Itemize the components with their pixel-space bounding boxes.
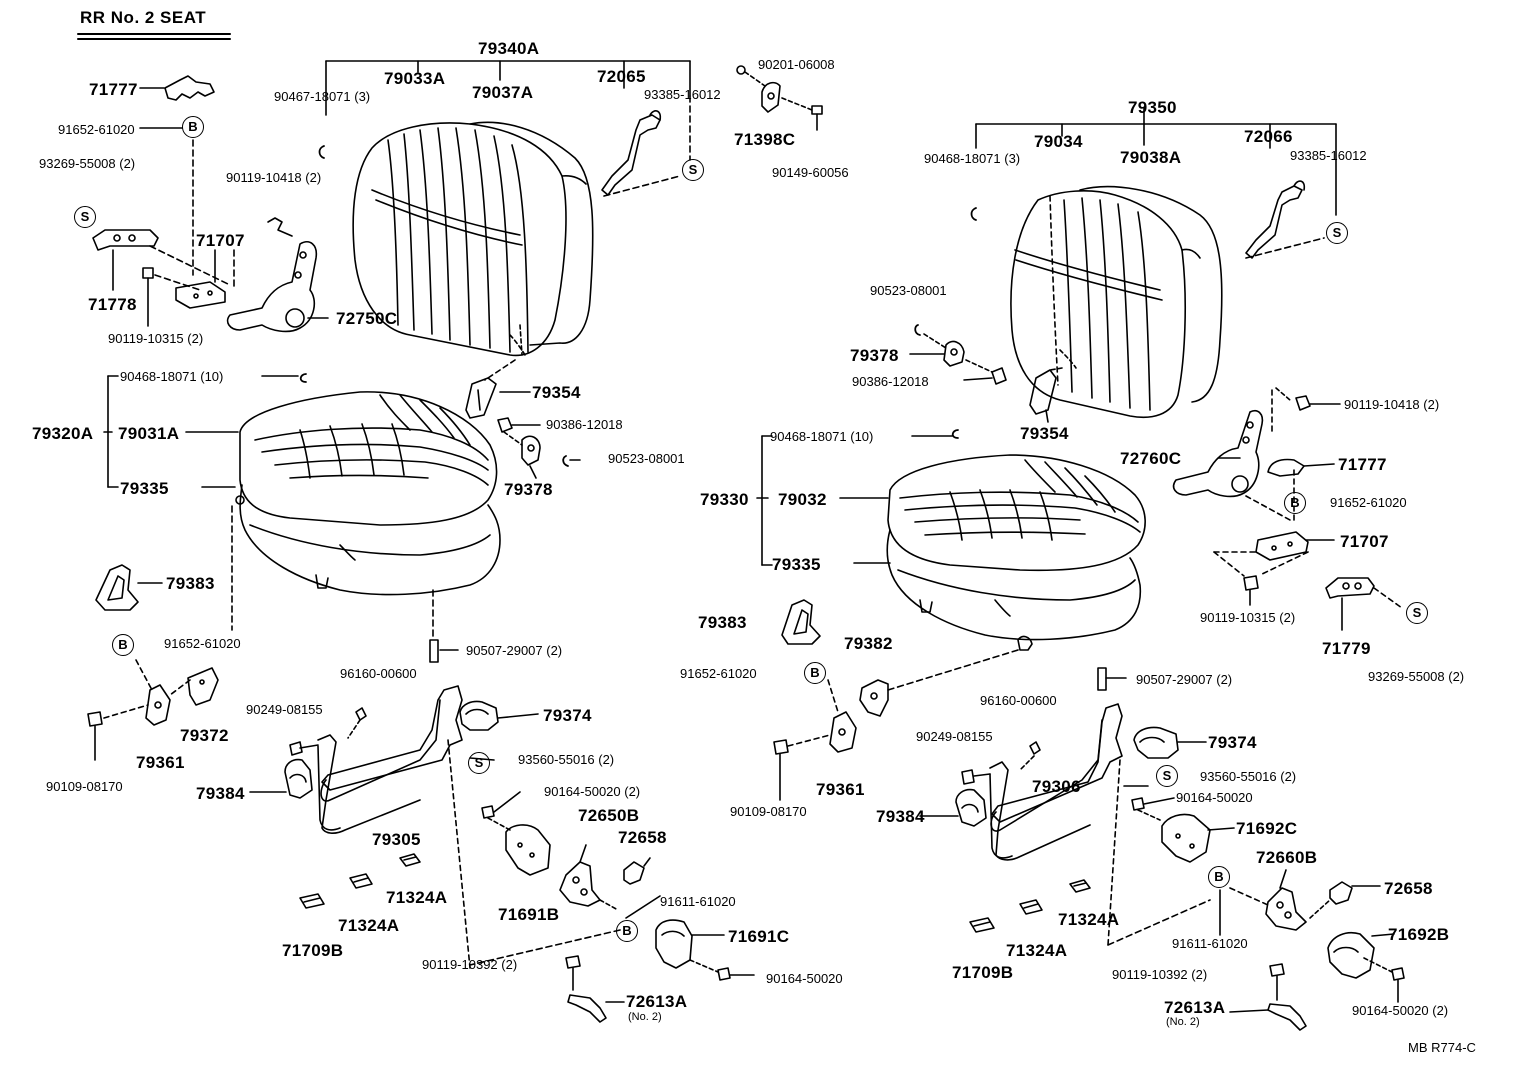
left-lower-hardware bbox=[87, 505, 755, 1023]
right-upper-hardware bbox=[909, 180, 1403, 631]
title-underline bbox=[77, 33, 231, 40]
left-hinge-hardware bbox=[318, 65, 823, 197]
right-seat-cushion bbox=[886, 454, 1146, 651]
right-backrest-bracket bbox=[975, 107, 1337, 216]
left-backrest bbox=[352, 121, 594, 357]
left-cushion-bracket bbox=[103, 375, 299, 488]
right-backrest bbox=[970, 185, 1223, 419]
left-seat-cushion bbox=[235, 391, 501, 596]
right-lower-hardware bbox=[773, 599, 1405, 1031]
left-upper-hardware bbox=[92, 75, 329, 333]
left-mid-hardware bbox=[299, 359, 581, 479]
right-cushion-bracket bbox=[756, 429, 959, 566]
left-backrest-bracket bbox=[325, 60, 691, 116]
